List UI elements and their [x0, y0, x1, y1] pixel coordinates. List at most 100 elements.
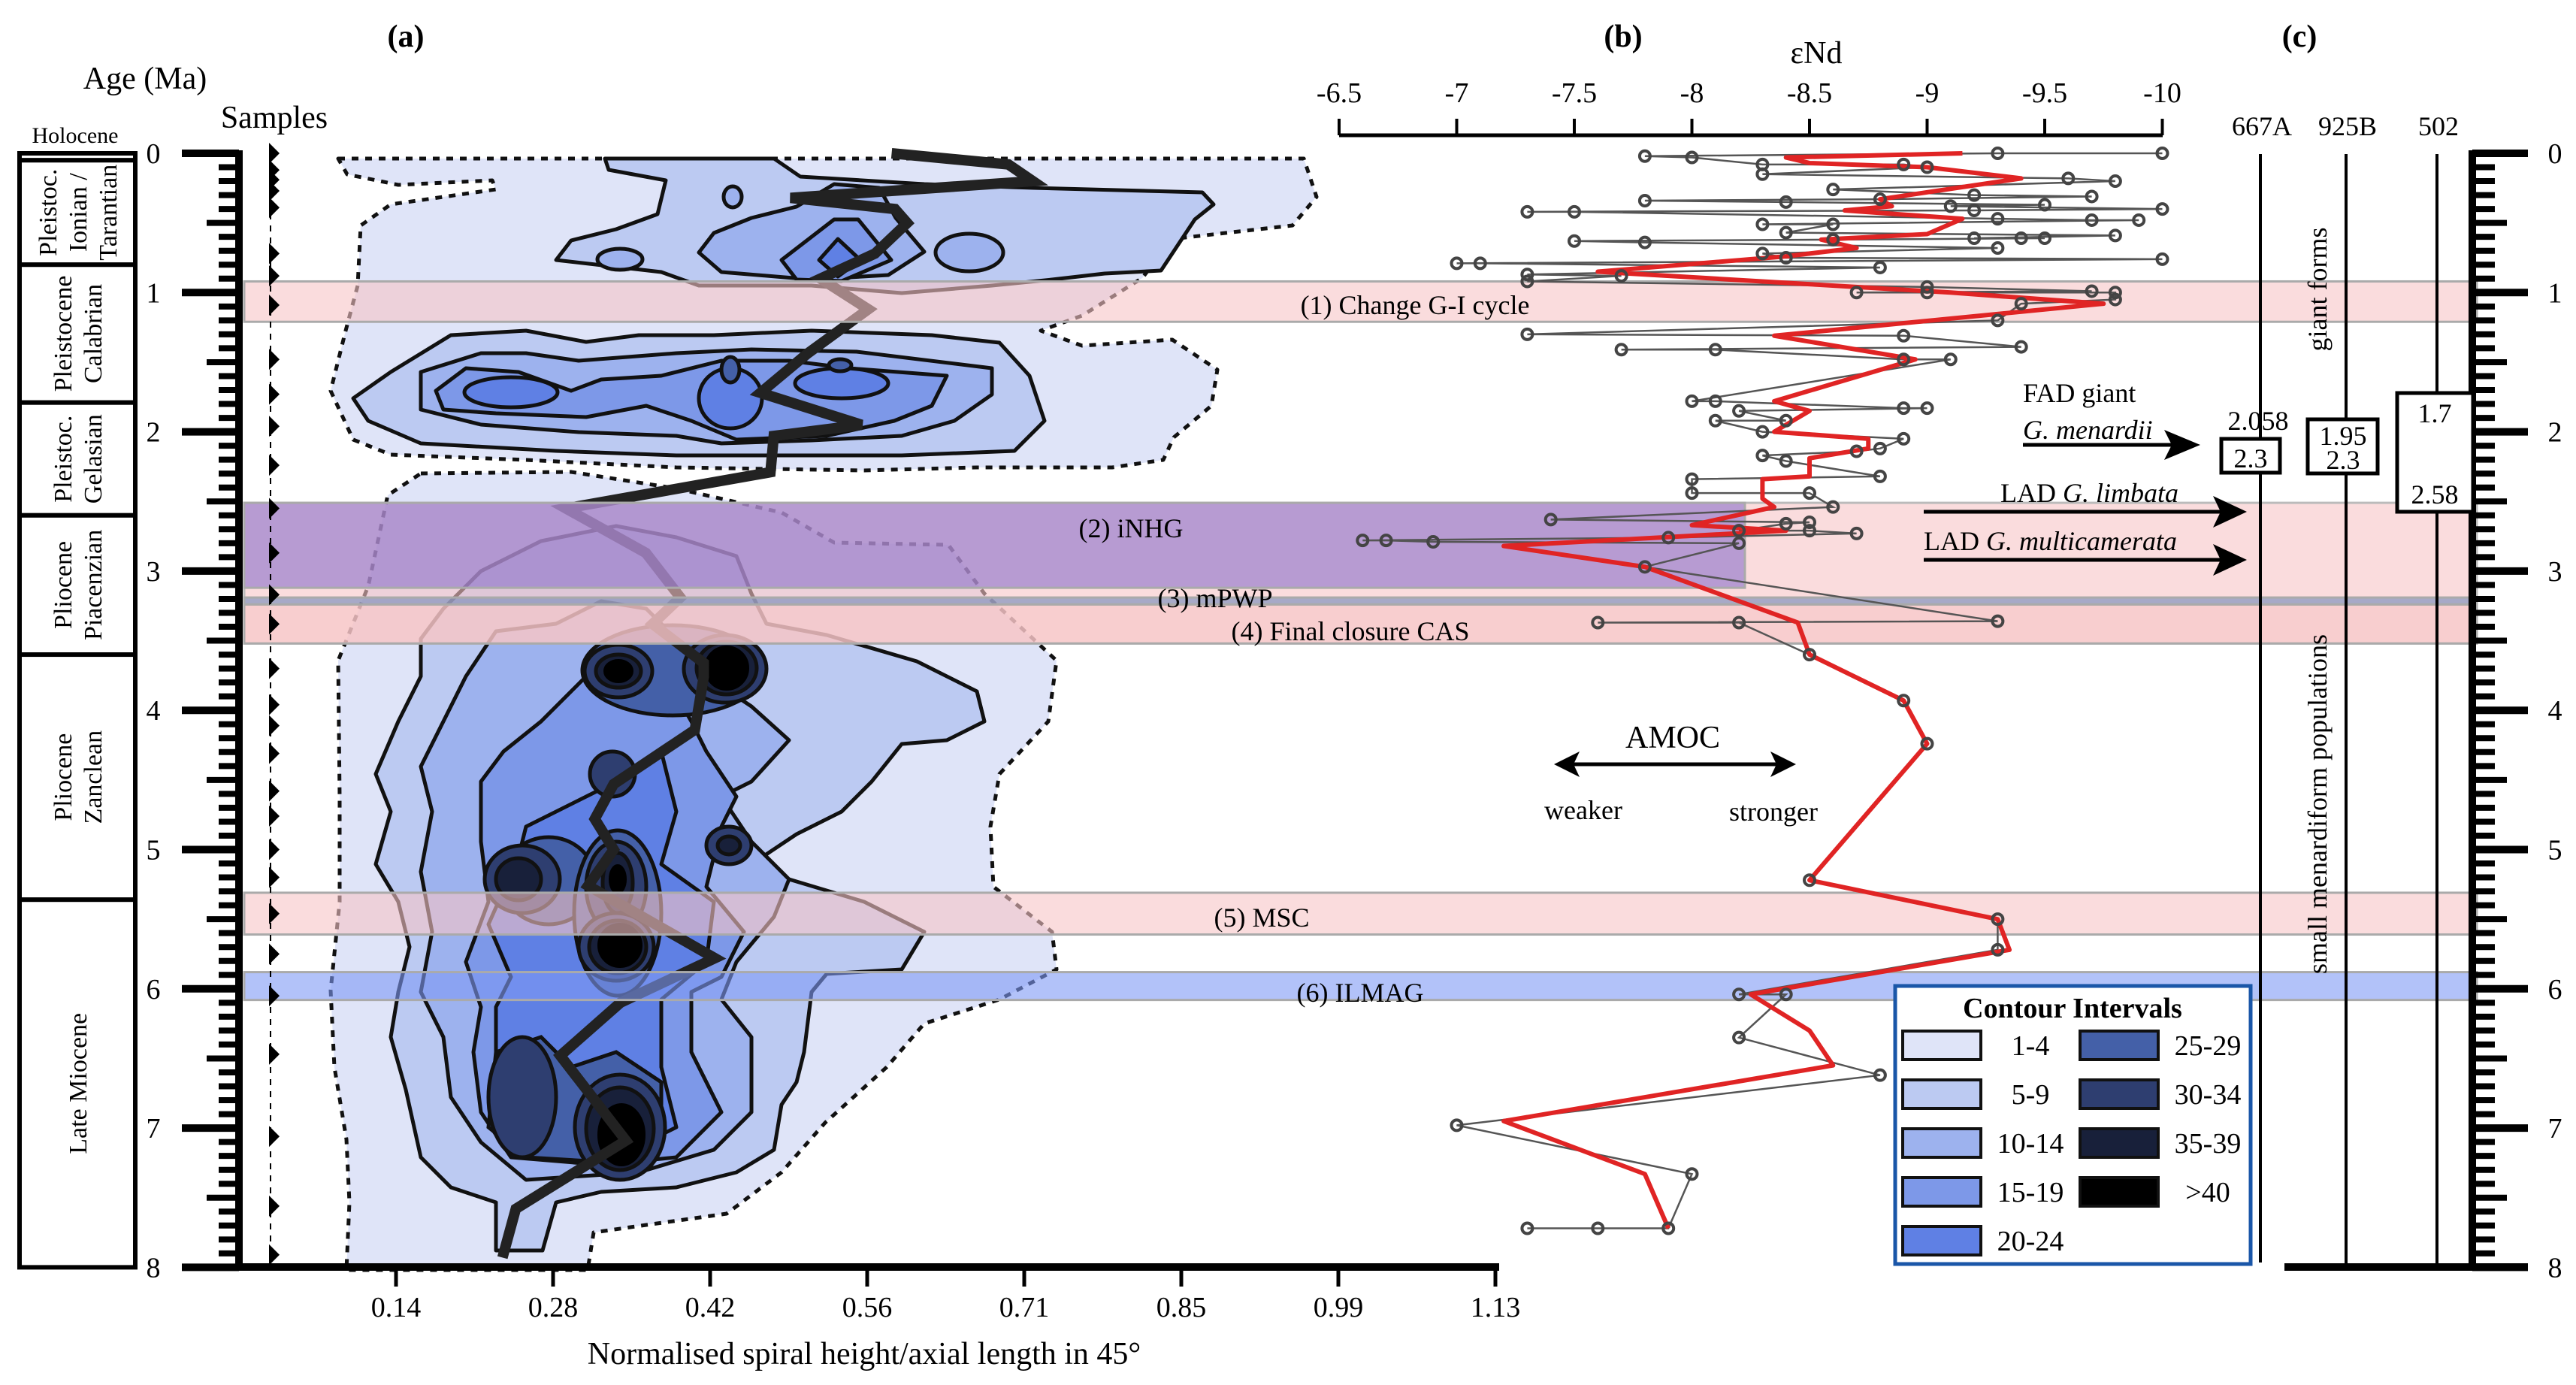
- end-data-point: [1967, 203, 1982, 217]
- sample-markers: [269, 143, 280, 1267]
- end-tick-label: -7: [1445, 77, 1469, 109]
- end-data-point: [1637, 235, 1652, 249]
- sample-marker-icon: [269, 839, 280, 860]
- end-data-point: [1991, 241, 2005, 256]
- legend-swatch: [2079, 1127, 2160, 1159]
- stage-box: [17, 652, 138, 903]
- site-range-box: [2305, 417, 2380, 476]
- contour-10-14-patch: [595, 246, 645, 272]
- end-data-point: [2155, 202, 2169, 216]
- arrow-right-icon: [1770, 751, 1796, 777]
- end-data-point: [1543, 513, 1558, 527]
- end-data-point: [1849, 286, 1864, 300]
- age-axis-title: Age (Ma): [83, 62, 207, 96]
- sample-marker-icon: [269, 742, 280, 764]
- sample-marker-icon: [269, 866, 280, 888]
- age-tick-label-right: 5: [2548, 835, 2562, 866]
- age-tick-label-right: 4: [2548, 695, 2562, 727]
- legend-frame: [1893, 984, 2253, 1266]
- site-range-bottom: 2.58: [2411, 479, 2459, 510]
- stage-label: Pleistoc.: [50, 416, 77, 503]
- end-data-point: [1591, 615, 1605, 630]
- end-data-point: [1591, 1221, 1605, 1235]
- end-tick-label: -8: [1680, 77, 1704, 109]
- end-data-point: [1755, 449, 1770, 463]
- end-data-point: [1637, 194, 1652, 208]
- site-range-box: [2219, 437, 2282, 475]
- stage-box: [17, 513, 138, 658]
- end-smoothed-line: [1501, 151, 2106, 1229]
- end-data-point: [2014, 231, 2028, 246]
- age-tick-label-left: 8: [147, 1252, 161, 1284]
- site-header: 502: [2418, 111, 2459, 141]
- end-data-point: [2085, 213, 2099, 227]
- sample-marker-icon: [269, 294, 280, 316]
- end-data-point: [1450, 1118, 1464, 1132]
- end-data-point: [1732, 536, 1746, 550]
- stage-label: Tarantian: [95, 165, 122, 261]
- end-data-point: [1520, 268, 1534, 282]
- age-tick-label-left: 0: [147, 138, 161, 170]
- end-data-point: [1873, 1068, 1887, 1082]
- small-populations-label: small menardiform populations: [2302, 634, 2333, 974]
- end-data-point: [1661, 531, 1676, 545]
- lad-limbata-label: LAD G. limbata: [2000, 478, 2178, 508]
- end-data-point: [1920, 160, 1934, 174]
- legend-label: 10-14: [1997, 1128, 2064, 1160]
- contour-over-40-core: [609, 864, 627, 894]
- end-data-point: [1897, 431, 1911, 446]
- event-band-2: [243, 501, 1746, 589]
- amoc-stronger-label: stronger: [1729, 797, 1818, 827]
- end-data-point: [1637, 560, 1652, 574]
- end-data-point: [1967, 188, 1982, 202]
- stage-box: [17, 262, 138, 405]
- stage-label: Late Miocene: [65, 1013, 92, 1154]
- end-data-point: [1637, 149, 1652, 163]
- sample-marker-icon: [269, 715, 280, 736]
- stage-label: Ionian /: [65, 173, 92, 252]
- end-data-point: [1732, 404, 1746, 418]
- end-data-point: [1897, 328, 1911, 343]
- end-data-point: [1897, 401, 1911, 416]
- age-tick-label-right: 2: [2548, 417, 2562, 449]
- age-tick-label-right: 7: [2548, 1113, 2562, 1145]
- end-measurement-line: [1362, 152, 2163, 1229]
- contour-10-14-patch: [721, 184, 744, 210]
- end-data-point: [1920, 736, 1934, 751]
- end-data-point: [2108, 174, 2122, 189]
- end-data-point: [1803, 648, 1816, 662]
- end-data-point: [2132, 213, 2146, 227]
- age-tick-label-left: 3: [147, 556, 161, 588]
- contour-10-14-patch: [933, 231, 1005, 274]
- x-tick-label: 0.71: [999, 1292, 1050, 1323]
- end-data-point: [1661, 1221, 1676, 1235]
- amoc-annotation: AMOC weaker stronger: [1544, 721, 1818, 827]
- x-tick-label: 0.42: [685, 1292, 736, 1323]
- age-tick-label-right: 0: [2548, 138, 2562, 170]
- contour-density-plot: [328, 156, 1319, 1272]
- end-data-point: [1732, 615, 1746, 630]
- contour-30-34-core: [486, 1035, 558, 1160]
- lad-multicamerata-label: LAD G. multicamerata: [1924, 526, 2177, 556]
- legend-swatch: [2079, 1078, 2160, 1110]
- contour-25-29-patch: [827, 357, 854, 373]
- sample-marker-icon: [269, 1195, 280, 1217]
- lad-taxon: G. limbata: [2063, 478, 2178, 508]
- end-data-point: [1803, 873, 1816, 888]
- sample-marker-icon: [269, 383, 280, 405]
- site-range-bottom: 2.3: [2234, 443, 2268, 473]
- stage-label: Gelasian: [80, 414, 107, 503]
- end-data-point: [1708, 394, 1722, 408]
- legend-swatch: [1901, 1030, 1982, 1061]
- end-data-point: [2014, 340, 2028, 354]
- end-data-point: [1755, 246, 1770, 261]
- event-band-1: [243, 280, 2478, 323]
- sample-marker-icon: [269, 180, 280, 202]
- fad-taxon: G. menardii: [2023, 415, 2153, 445]
- end-data-point: [1920, 401, 1934, 416]
- age-tick-label-right: 3: [2548, 556, 2562, 588]
- lad-prefix: LAD: [1924, 526, 1979, 556]
- end-data-point: [1779, 250, 1793, 265]
- contour-over-40-core: [603, 659, 633, 683]
